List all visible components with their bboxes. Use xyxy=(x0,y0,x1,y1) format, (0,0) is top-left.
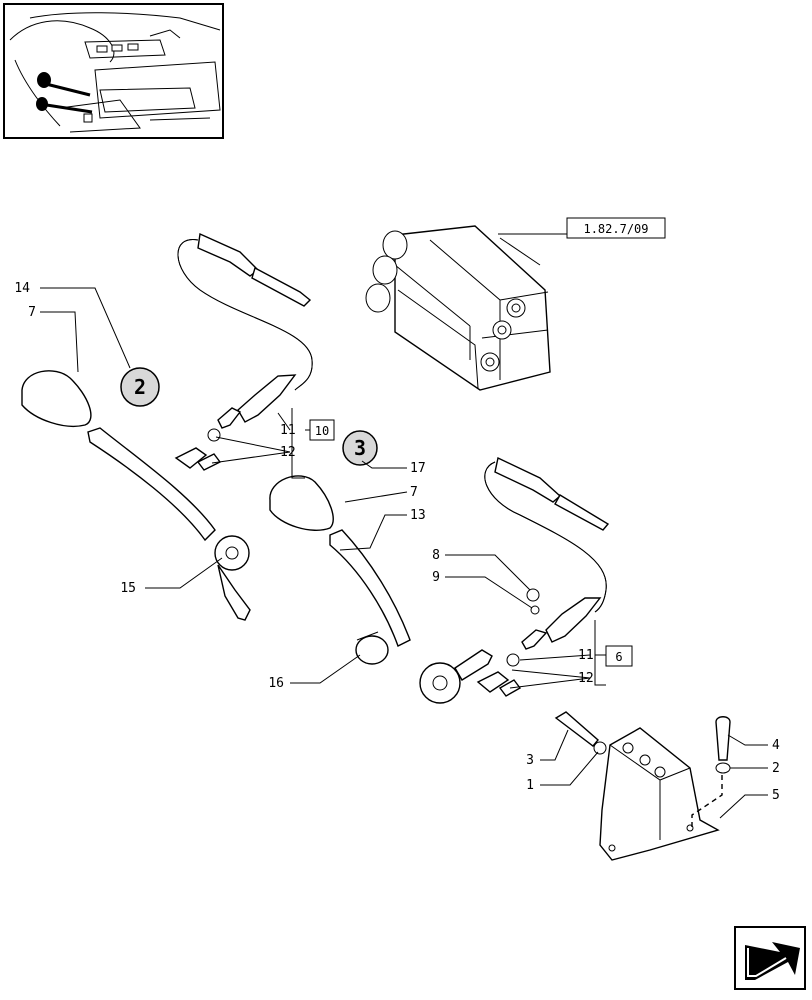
part-label-11-lower: 11 xyxy=(578,648,594,663)
reference-box-6[interactable] xyxy=(605,645,633,667)
reference-10-text: 10 xyxy=(315,424,329,438)
part-label-17: 17 xyxy=(410,461,426,476)
control-lever-left xyxy=(21,370,251,621)
part-label-2: 2 xyxy=(772,761,780,776)
part-label-5: 5 xyxy=(772,788,780,803)
part-label-1: 1 xyxy=(526,778,534,793)
part-label-12-lower: 12 xyxy=(578,671,594,686)
part-label-16: 16 xyxy=(268,676,284,691)
reference-box-10[interactable] xyxy=(309,419,335,441)
part-label-15: 15 xyxy=(120,581,136,596)
reference-6-text: 6 xyxy=(615,650,622,664)
bolt-washer-right xyxy=(715,716,731,774)
mounting-bracket xyxy=(599,727,720,861)
control-cable-lower xyxy=(484,456,610,650)
part-label-4: 4 xyxy=(772,738,780,753)
leader-lines xyxy=(40,287,768,819)
part-label-3: 3 xyxy=(526,753,534,768)
clevis-set-upper xyxy=(174,428,222,471)
circle-badge-3[interactable]: 3 xyxy=(342,430,378,466)
svg-text:3: 3 xyxy=(354,436,366,460)
reference-box-valve-group[interactable] xyxy=(566,217,666,239)
reference-valve-group-text: 1.82.7/09 xyxy=(583,222,648,236)
control-valve-group xyxy=(365,225,551,391)
part-label-11-upper: 11 xyxy=(280,423,296,438)
part-label-7-left: 7 xyxy=(28,305,36,320)
part-label-8: 8 xyxy=(432,548,440,563)
bolt-washer-left xyxy=(554,711,607,755)
control-cable-upper xyxy=(177,232,313,429)
part-label-9: 9 xyxy=(432,570,440,585)
screw-washer-set xyxy=(526,588,540,615)
part-label-13: 13 xyxy=(410,508,426,523)
tractor-cab-thumbnail[interactable] xyxy=(3,3,224,139)
circle-badge-2[interactable]: 2 xyxy=(120,367,160,407)
next-page-arrow-icon[interactable] xyxy=(734,926,806,990)
spacer-bush xyxy=(355,631,389,665)
part-label-12-upper: 12 xyxy=(280,445,296,460)
part-label-14: 14 xyxy=(14,281,30,296)
svg-text:2: 2 xyxy=(134,375,146,399)
control-lever-right xyxy=(269,475,493,704)
part-label-7-right: 7 xyxy=(410,485,418,500)
